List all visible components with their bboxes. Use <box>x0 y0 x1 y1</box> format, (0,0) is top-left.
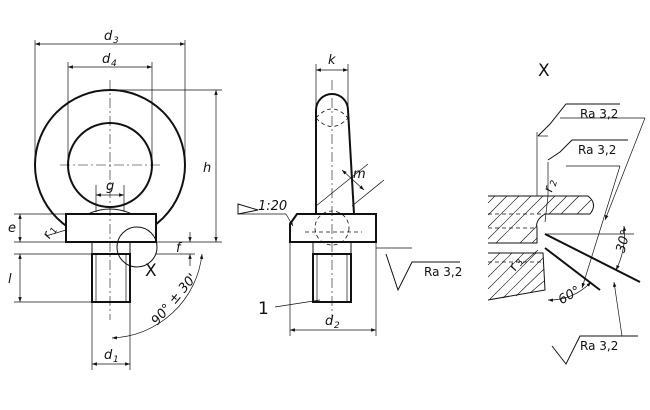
eye-side-outline <box>315 93 355 215</box>
collar-outline <box>65 213 157 243</box>
d1-label: d <box>104 348 113 363</box>
side-view: k m 1:20 Ra 3,2 1 d 2 <box>237 53 462 336</box>
ra-mid-symbol <box>385 253 460 292</box>
detail-x-view: X <box>487 61 646 365</box>
part-1-label: 1 <box>258 299 269 319</box>
f-label: f <box>176 241 183 256</box>
ra-top2-symbol <box>547 139 628 161</box>
d4-label: d <box>102 52 111 67</box>
ra-top1-symbol <box>537 103 620 137</box>
m-label: m <box>353 167 366 182</box>
svg-text:1: 1 <box>113 355 119 365</box>
chamfer-line-upper <box>544 233 641 283</box>
ra-top2-label: Ra 3,2 <box>578 143 616 157</box>
angle-30-arc <box>615 225 627 271</box>
ra-top1-label: Ra 3,2 <box>580 107 618 121</box>
thread-shank <box>91 253 131 303</box>
ra-mid-label: Ra 3,2 <box>424 265 462 279</box>
hatched-base-section <box>487 252 546 301</box>
m-dimension-line <box>341 169 365 191</box>
ra-bottom-symbol <box>551 335 638 365</box>
taper-label: 1:20 <box>258 199 287 214</box>
chamfer-line-lower <box>544 247 601 291</box>
g-label: g <box>106 179 114 194</box>
angle-60-arc <box>547 281 592 302</box>
angle-90-arc <box>111 253 204 340</box>
k-label: k <box>328 53 336 68</box>
ra-bottom-label: Ra 3,2 <box>580 339 618 353</box>
svg-text:4: 4 <box>111 59 117 69</box>
x-marker-front: X <box>145 261 157 281</box>
angle-60-label: 60° <box>556 283 583 308</box>
collar-side-outline <box>289 213 377 243</box>
d2-label: d <box>325 314 334 329</box>
angle-30-label: 30° <box>614 228 634 254</box>
front-view: d 3 d 4 h g e r 1 f l <box>8 29 222 370</box>
hatched-collar-section <box>488 195 594 244</box>
svg-text:3: 3 <box>515 258 527 268</box>
e-label: e <box>8 221 16 236</box>
r2-label: r <box>541 183 557 194</box>
svg-text:2: 2 <box>334 321 340 331</box>
svg-text:2: 2 <box>549 179 560 187</box>
h-label: h <box>203 161 211 176</box>
d3-label: d <box>104 29 113 44</box>
svg-text:1: 1 <box>49 226 61 236</box>
detail-x-title: X <box>538 61 550 81</box>
taper-symbol <box>237 203 259 215</box>
svg-text:3: 3 <box>113 36 119 46</box>
l-label: l <box>8 272 12 287</box>
